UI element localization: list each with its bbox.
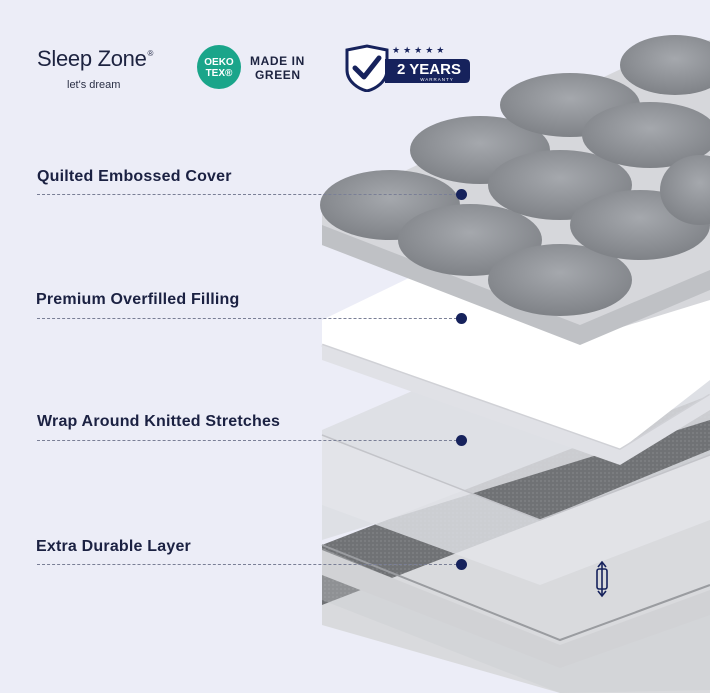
callout-dot-3 [456,435,467,446]
callout-dot-2 [456,313,467,324]
label-quilted-cover: Quilted Embossed Cover [37,168,232,185]
callout-dot-4 [456,559,467,570]
leader-line-1 [37,194,457,195]
warranty-stars: ★★★★★ [392,46,447,56]
oeko-tex-badge-icon: OEKO TEX® [197,45,241,89]
checkmark-icon [352,55,382,80]
brand-tagline: let's dream [67,79,121,91]
oeko-badge-bottom: TEX® [206,68,233,79]
label-premium-filling: Premium Overfilled Filling [36,291,240,308]
registered-mark: ® [147,49,154,58]
green-line: GREEN [255,68,301,82]
brand-logo: Sleep Zone® let's dream [37,46,153,91]
brand-name: Sleep Zone® [37,46,154,71]
warranty-years: 2 YEARS [397,61,461,78]
thickness-indicator-icon [596,560,608,598]
callout-dot-1 [456,189,467,200]
label-durable-layer: Extra Durable Layer [36,538,191,555]
label-knitted-stretches: Wrap Around Knitted Stretches [37,413,281,430]
made-in-line: MADE IN [250,54,305,68]
warranty-badge-icon: ★★★★★ 2 YEARS WARRANTY [345,44,470,92]
quilted-cover-layer [320,35,710,345]
leader-line-3 [37,440,457,441]
made-in-green-text: MADE IN GREEN [250,54,305,82]
oeko-badge-top: OEKO [204,57,234,68]
warranty-sub: WARRANTY [420,77,454,82]
leader-line-4 [37,564,457,565]
leader-line-2 [37,318,457,319]
